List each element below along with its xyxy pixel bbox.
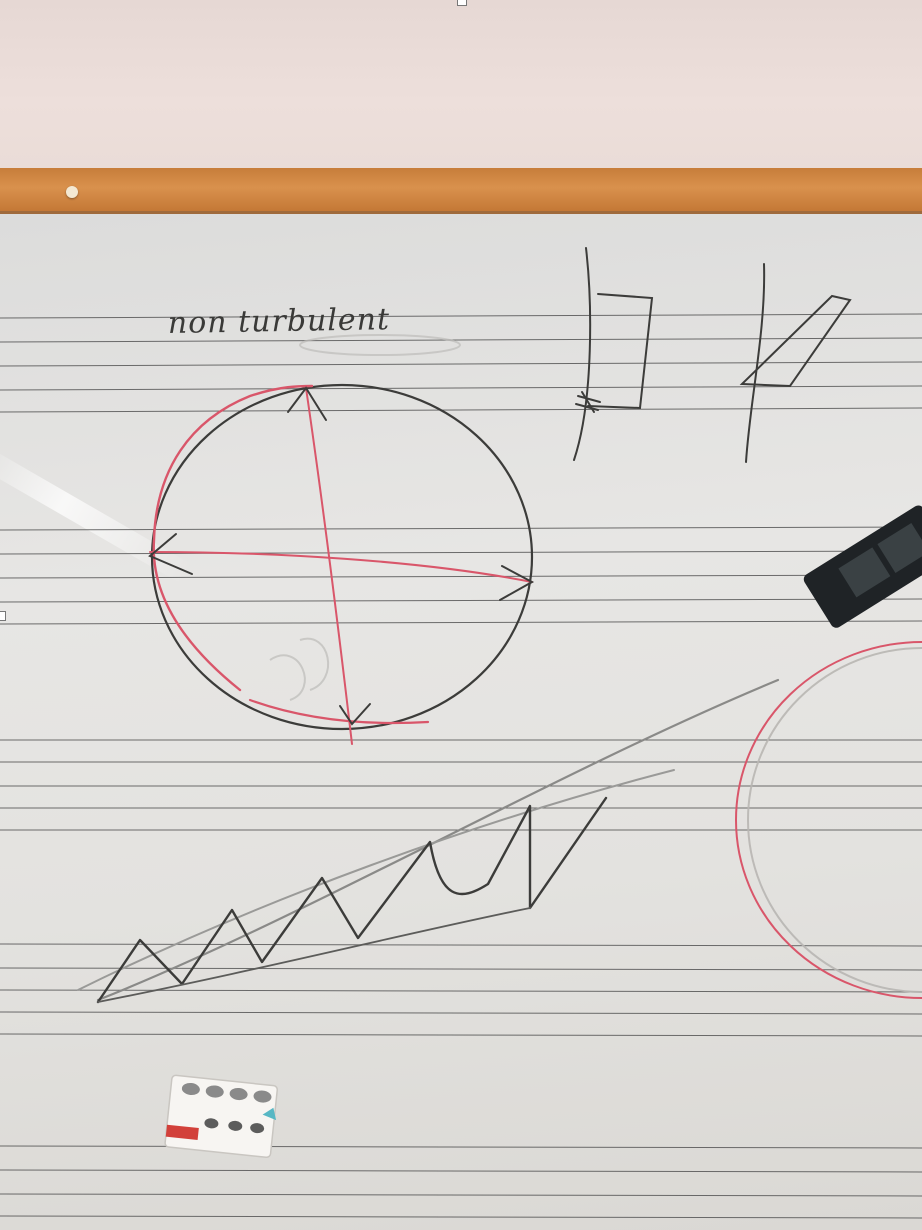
selection-handle-top xyxy=(457,0,467,6)
staff-lines xyxy=(0,313,922,1219)
wall xyxy=(0,0,922,170)
erased-ghost-marks xyxy=(269,334,461,701)
selection-handle-left xyxy=(0,611,6,621)
whiteboard-eraser-icon[interactable] xyxy=(802,503,922,630)
wedge-diagram xyxy=(77,678,780,1004)
wooden-rail xyxy=(0,168,922,214)
whiteboard xyxy=(0,214,922,1230)
magnet-holder-icon[interactable] xyxy=(164,1074,280,1159)
rail-pin xyxy=(66,186,78,198)
small-diagrams xyxy=(573,247,852,463)
circle-diagram xyxy=(148,383,535,745)
partial-red-circle xyxy=(735,641,922,999)
handwritten-note: non turbulent xyxy=(168,302,391,341)
